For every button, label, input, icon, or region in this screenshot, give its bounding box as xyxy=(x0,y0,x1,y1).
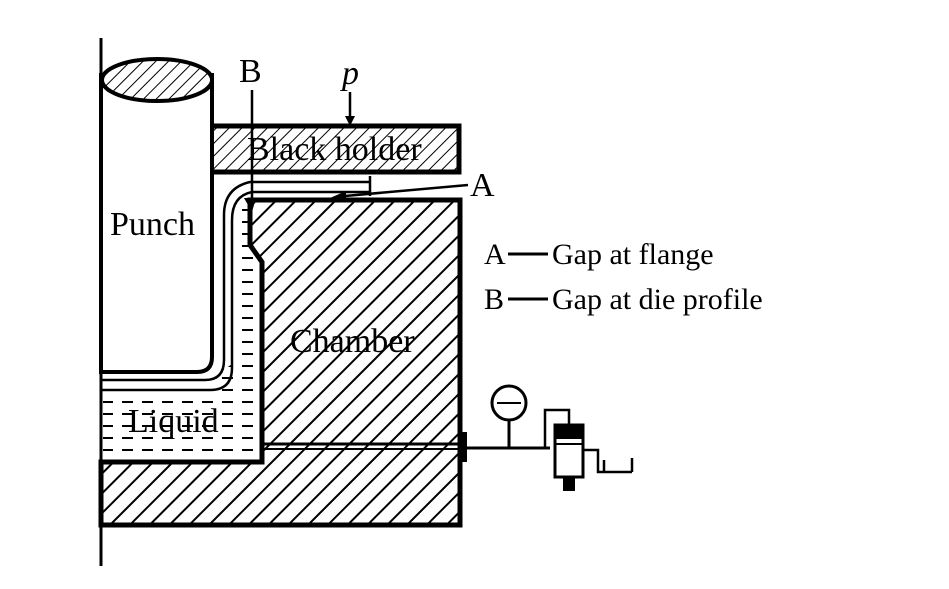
sheet-blank xyxy=(101,190,370,392)
chamber-label: Chamber xyxy=(290,323,415,360)
marker-b-label: B xyxy=(239,53,262,90)
valve-outlet-line xyxy=(583,448,632,474)
valve-pilot-line xyxy=(543,408,571,448)
marker-a-arrowhead xyxy=(330,191,346,201)
marker-b-arrowhead xyxy=(244,198,256,212)
punch xyxy=(99,73,214,374)
legend-key: A xyxy=(484,238,506,271)
sheet-blank xyxy=(101,180,370,382)
tank-icon xyxy=(602,458,634,472)
legend: A Gap at flange B Gap at die profile xyxy=(484,238,763,316)
legend-key: B xyxy=(484,283,504,316)
pressure-label: p xyxy=(340,55,359,92)
marker-a-label: A xyxy=(470,167,495,204)
liquid-region xyxy=(103,200,262,462)
fitting xyxy=(458,432,467,462)
punch-section-cap xyxy=(100,57,214,103)
legend-text: Gap at die profile xyxy=(552,283,763,316)
valve-spool xyxy=(555,425,583,439)
liquid-label: Liquid xyxy=(128,403,219,440)
legend-text: Gap at flange xyxy=(552,238,714,271)
pressure-arrowhead xyxy=(345,116,355,126)
punch-label: Punch xyxy=(110,206,195,243)
valve-base xyxy=(563,477,575,491)
marker-a-leader xyxy=(344,183,469,198)
blank-holder-label: Black holder xyxy=(247,131,422,168)
